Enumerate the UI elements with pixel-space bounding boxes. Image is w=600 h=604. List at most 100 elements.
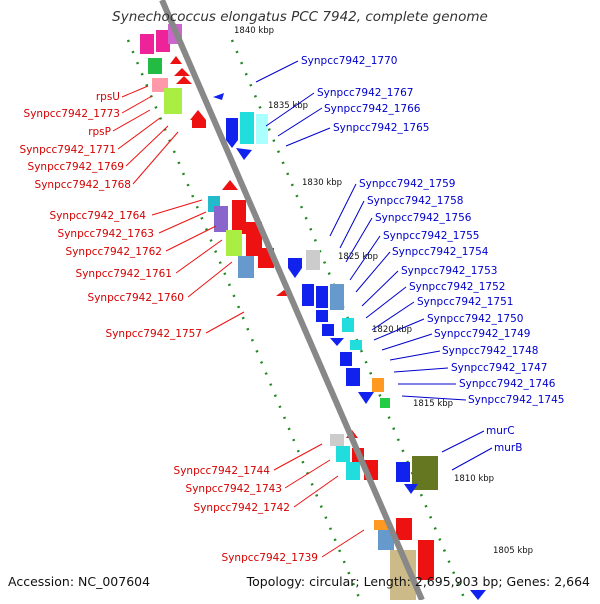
gene-label[interactable]: Synpcc7942_1747: [451, 362, 547, 374]
gene-label[interactable]: Synpcc7942_1773: [24, 108, 120, 120]
gene-label[interactable]: Synpcc7942_1748: [442, 345, 538, 357]
gene-label[interactable]: Synpcc7942_1758: [367, 195, 463, 207]
feature-1744[interactable]: [330, 434, 344, 446]
feature-1751[interactable]: [342, 318, 354, 332]
feature-1748[interactable]: [340, 352, 352, 366]
accession-text: Accession: NC_007604: [8, 574, 151, 589]
left-tick-guide: [126, 39, 362, 601]
feature-1768b[interactable]: [192, 120, 206, 128]
gene-label[interactable]: Synpcc7942_1769: [28, 161, 124, 173]
gene-label[interactable]: Synpcc7942_1744: [174, 465, 271, 477]
feature-1750[interactable]: [330, 338, 344, 346]
right-leader-lines: [255, 60, 493, 471]
feature-1754[interactable]: [330, 284, 344, 310]
feature-1768[interactable]: [190, 110, 206, 120]
gene-label[interactable]: Synpcc7942_1768: [35, 179, 131, 191]
feature-1739a[interactable]: [374, 520, 388, 530]
gene-label[interactable]: Synpcc7942_1739: [222, 552, 318, 564]
gene-label[interactable]: Synpcc7942_1750: [427, 313, 523, 325]
gene-label[interactable]: Synpcc7942_1757: [106, 328, 202, 340]
scale-label: 1835 kbp: [268, 101, 308, 111]
gene-label[interactable]: Synpcc7942_1763: [58, 228, 154, 240]
feature-1739b[interactable]: [378, 530, 394, 550]
gene-label[interactable]: Synpcc7942_1755: [383, 230, 479, 242]
feature-1766[interactable]: [240, 112, 254, 144]
feature-1739c[interactable]: [396, 518, 412, 540]
genome-backbone: [159, 0, 425, 602]
forward-strand-features: [140, 24, 434, 600]
gene-label[interactable]: Synpcc7942_1765: [333, 122, 429, 134]
feature-top-1[interactable]: [140, 34, 154, 54]
feature-1773[interactable]: [170, 56, 182, 64]
gene-label[interactable]: rpsU: [96, 91, 120, 103]
gene-label[interactable]: Synpcc7942_1764: [50, 210, 147, 222]
feature-1765-arrow[interactable]: [236, 148, 252, 160]
gene-label[interactable]: Synpcc7942_1756: [375, 212, 472, 224]
feature-1739e[interactable]: [418, 540, 434, 580]
right-tick-guide: [230, 39, 467, 601]
gene-label[interactable]: Synpcc7942_1767: [317, 87, 413, 99]
feature-1771[interactable]: [174, 68, 190, 76]
feature-murC-arrow[interactable]: [404, 484, 418, 494]
gene-label[interactable]: Synpcc7942_1771: [20, 144, 116, 156]
feature-1762[interactable]: [226, 230, 242, 256]
scale-label: 1825 kbp: [338, 252, 378, 262]
feature-1742[interactable]: [346, 462, 360, 480]
feature-1767-arrow[interactable]: [226, 140, 238, 148]
feature-1758[interactable]: [306, 250, 320, 270]
reverse-strand-features: [213, 93, 486, 600]
feature-1753[interactable]: [316, 310, 328, 322]
gene-label[interactable]: Synpcc7942_1761: [76, 268, 172, 280]
feature-1747[interactable]: [346, 368, 360, 386]
scale-labels: 1840 kbp 1835 kbp 1830 kbp 1825 kbp 1820…: [234, 26, 533, 556]
gene-label[interactable]: murB: [494, 442, 522, 454]
feature-1749[interactable]: [350, 340, 362, 350]
gene-label[interactable]: Synpcc7942_1743: [186, 483, 282, 495]
gene-label[interactable]: Synpcc7942_1753: [401, 265, 497, 277]
feature-1755[interactable]: [316, 286, 328, 308]
feature-1763[interactable]: [214, 206, 228, 232]
gene-label[interactable]: Synpcc7942_1754: [392, 246, 489, 258]
gene-label[interactable]: Synpcc7942_1745: [468, 394, 564, 406]
feature-bottom-rev[interactable]: [470, 590, 486, 600]
feature-1763b[interactable]: [232, 200, 246, 234]
scale-label: 1805 kbp: [493, 546, 533, 556]
gene-label[interactable]: rpsP: [88, 126, 111, 138]
feature-1746[interactable]: [372, 378, 384, 392]
feature-1745b[interactable]: [380, 398, 390, 408]
feature-murC[interactable]: [396, 462, 410, 482]
feature-1765[interactable]: [256, 114, 268, 144]
scale-label: 1830 kbp: [302, 178, 342, 188]
feature-rpsU[interactable]: [148, 58, 162, 74]
feature-1761[interactable]: [238, 256, 254, 278]
gene-label[interactable]: Synpcc7942_1762: [66, 246, 162, 258]
feature-top-2[interactable]: [156, 30, 170, 52]
feature-1770[interactable]: [213, 93, 224, 100]
scale-label: 1840 kbp: [234, 26, 274, 36]
gene-label[interactable]: Synpcc7942_1749: [434, 328, 530, 340]
feature-1771b[interactable]: [176, 76, 192, 84]
gene-label[interactable]: Synpcc7942_1752: [409, 281, 505, 293]
left-leader-lines: [112, 85, 365, 558]
gene-label[interactable]: Synpcc7942_1766: [324, 103, 421, 115]
gene-label[interactable]: Synpcc7942_1760: [88, 292, 184, 304]
feature-1767[interactable]: [226, 118, 238, 140]
gene-label[interactable]: Synpcc7942_1751: [417, 296, 513, 308]
scale-label: 1820 kbp: [372, 325, 412, 335]
gene-label[interactable]: Synpcc7942_1742: [194, 502, 290, 514]
gene-label[interactable]: murC: [486, 425, 515, 437]
feature-1764-arrow[interactable]: [222, 180, 238, 190]
feature-1756[interactable]: [302, 284, 314, 306]
gene-label[interactable]: Synpcc7942_1770: [301, 55, 397, 67]
feature-1745[interactable]: [358, 392, 374, 404]
gene-label[interactable]: Synpcc7942_1759: [359, 178, 455, 190]
feature-1762b[interactable]: [246, 222, 262, 256]
scale-label: 1815 kbp: [413, 399, 453, 409]
feature-1759[interactable]: [288, 258, 302, 278]
feature-1769[interactable]: [164, 88, 182, 114]
gene-label[interactable]: Synpcc7942_1746: [459, 378, 556, 390]
feature-1752[interactable]: [322, 324, 334, 336]
right-labels: Synpcc7942_1770 Synpcc7942_1767 Synpcc79…: [301, 55, 564, 454]
feature-1743[interactable]: [336, 446, 350, 462]
